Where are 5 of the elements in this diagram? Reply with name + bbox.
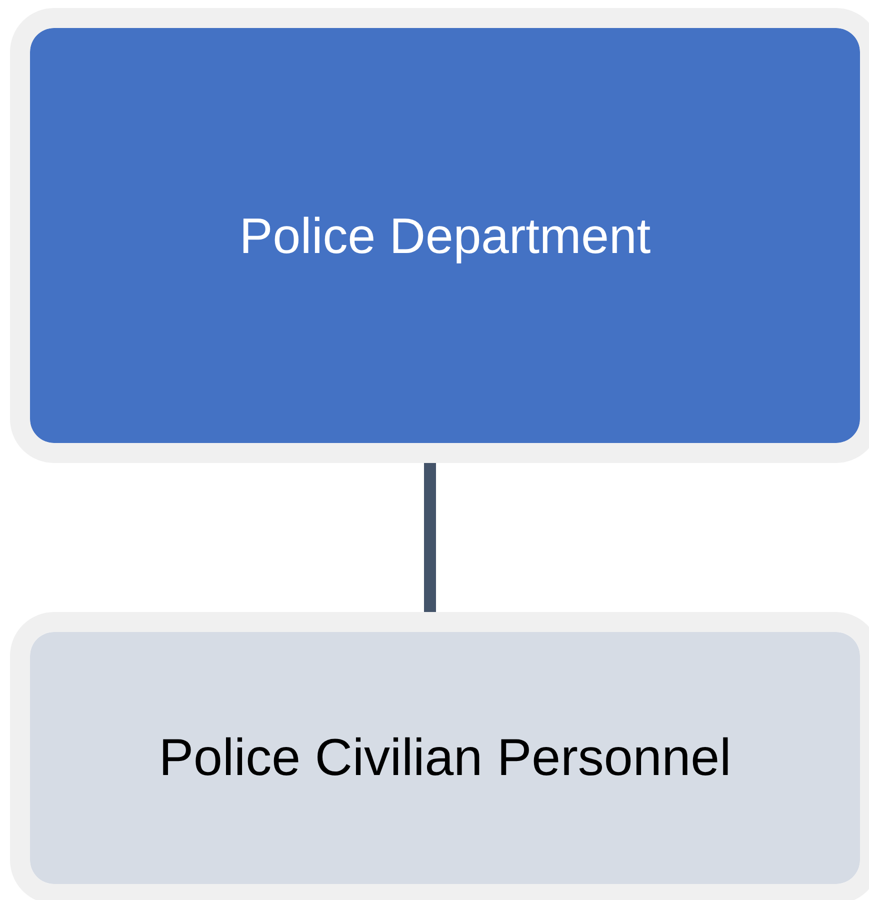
node-label: Police Department [239, 206, 651, 264]
personnel-box [10, 612, 869, 900]
department-box [10, 8, 869, 463]
connector-line [424, 463, 436, 612]
node-label: Police Civilian Personnel [158, 728, 732, 788]
